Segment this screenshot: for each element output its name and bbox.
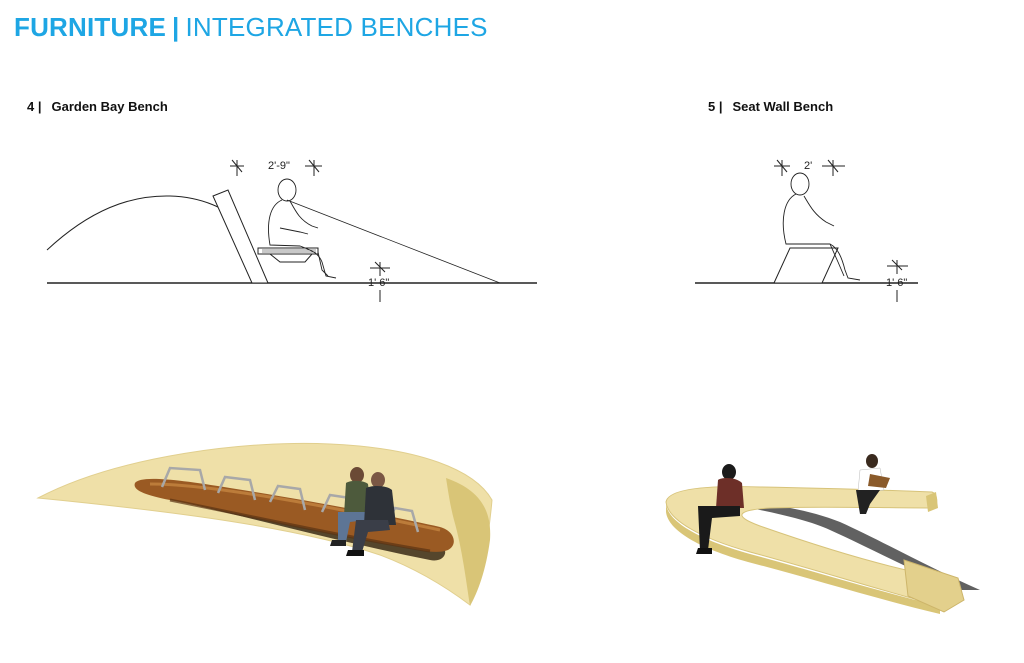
- title-separator: |: [172, 12, 180, 42]
- sand-leaf-edge: [446, 478, 491, 606]
- title-category: FURNITURE: [14, 12, 167, 42]
- seat-base: [269, 253, 313, 263]
- title-subject: INTEGRATED BENCHES: [185, 12, 488, 42]
- dim-width-marker: [774, 159, 845, 176]
- bench-5-name: Seat Wall Bench: [732, 99, 834, 114]
- dim-height-marker: [887, 259, 908, 302]
- seat-wall-block: [773, 247, 839, 284]
- bench-4-heading: 4 | Garden Bay Bench: [27, 99, 168, 114]
- bench-4-rendering: [36, 442, 493, 606]
- dim-width-marker: [230, 159, 322, 176]
- bench-5-dim-height: 1' 6": [886, 277, 908, 289]
- bench-4-section-drawing: [46, 159, 537, 302]
- page-title: FURNITURE|INTEGRATED BENCHES: [14, 12, 488, 42]
- seat-slats: [257, 247, 319, 255]
- sightline: [286, 199, 501, 284]
- bench-5-section-drawing: [695, 159, 918, 302]
- bench-4-dim-height: 1' 6": [368, 277, 390, 289]
- bench-5-rendering: [665, 454, 980, 614]
- backrest-panel: [212, 189, 269, 284]
- dim-height-marker: [370, 261, 390, 302]
- bench-4-name: Garden Bay Bench: [51, 99, 168, 114]
- mound-curve: [46, 195, 241, 251]
- seat-wall-body: [665, 486, 962, 607]
- seated-people: [330, 467, 396, 556]
- seated-people: [696, 454, 890, 554]
- seated-figure: [782, 172, 861, 281]
- seated-figure: [268, 178, 337, 279]
- bench-4-number: 4 |: [27, 99, 42, 114]
- wood-log-seat: [134, 478, 454, 552]
- seat-wall-end: [903, 559, 965, 613]
- bench-5-number: 5 |: [708, 99, 723, 114]
- bench-5-dim-width: 2': [804, 160, 813, 172]
- bench-5-heading: 5 | Seat Wall Bench: [708, 99, 833, 114]
- seat-wall-face: [666, 504, 940, 614]
- bench-4-dim-width: 2'-9": [268, 160, 290, 172]
